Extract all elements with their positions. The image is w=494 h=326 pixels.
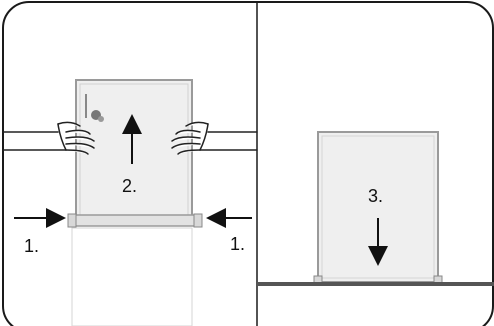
hand-icon: [2, 121, 95, 155]
step-3-label: 3.: [368, 186, 383, 206]
lock-icon: [85, 94, 104, 122]
step-1-label-left: 1.: [24, 236, 39, 256]
step-2-label: 2.: [122, 176, 137, 196]
bottom-rail: [69, 214, 201, 227]
appliance-panel: [75, 79, 193, 221]
hand-icon: [171, 121, 258, 155]
right-panel: 3.: [257, 131, 494, 286]
step-1-label-right: 1.: [230, 234, 245, 254]
left-panel: 2. 1. 1.: [2, 79, 258, 326]
base-column: [71, 227, 193, 326]
